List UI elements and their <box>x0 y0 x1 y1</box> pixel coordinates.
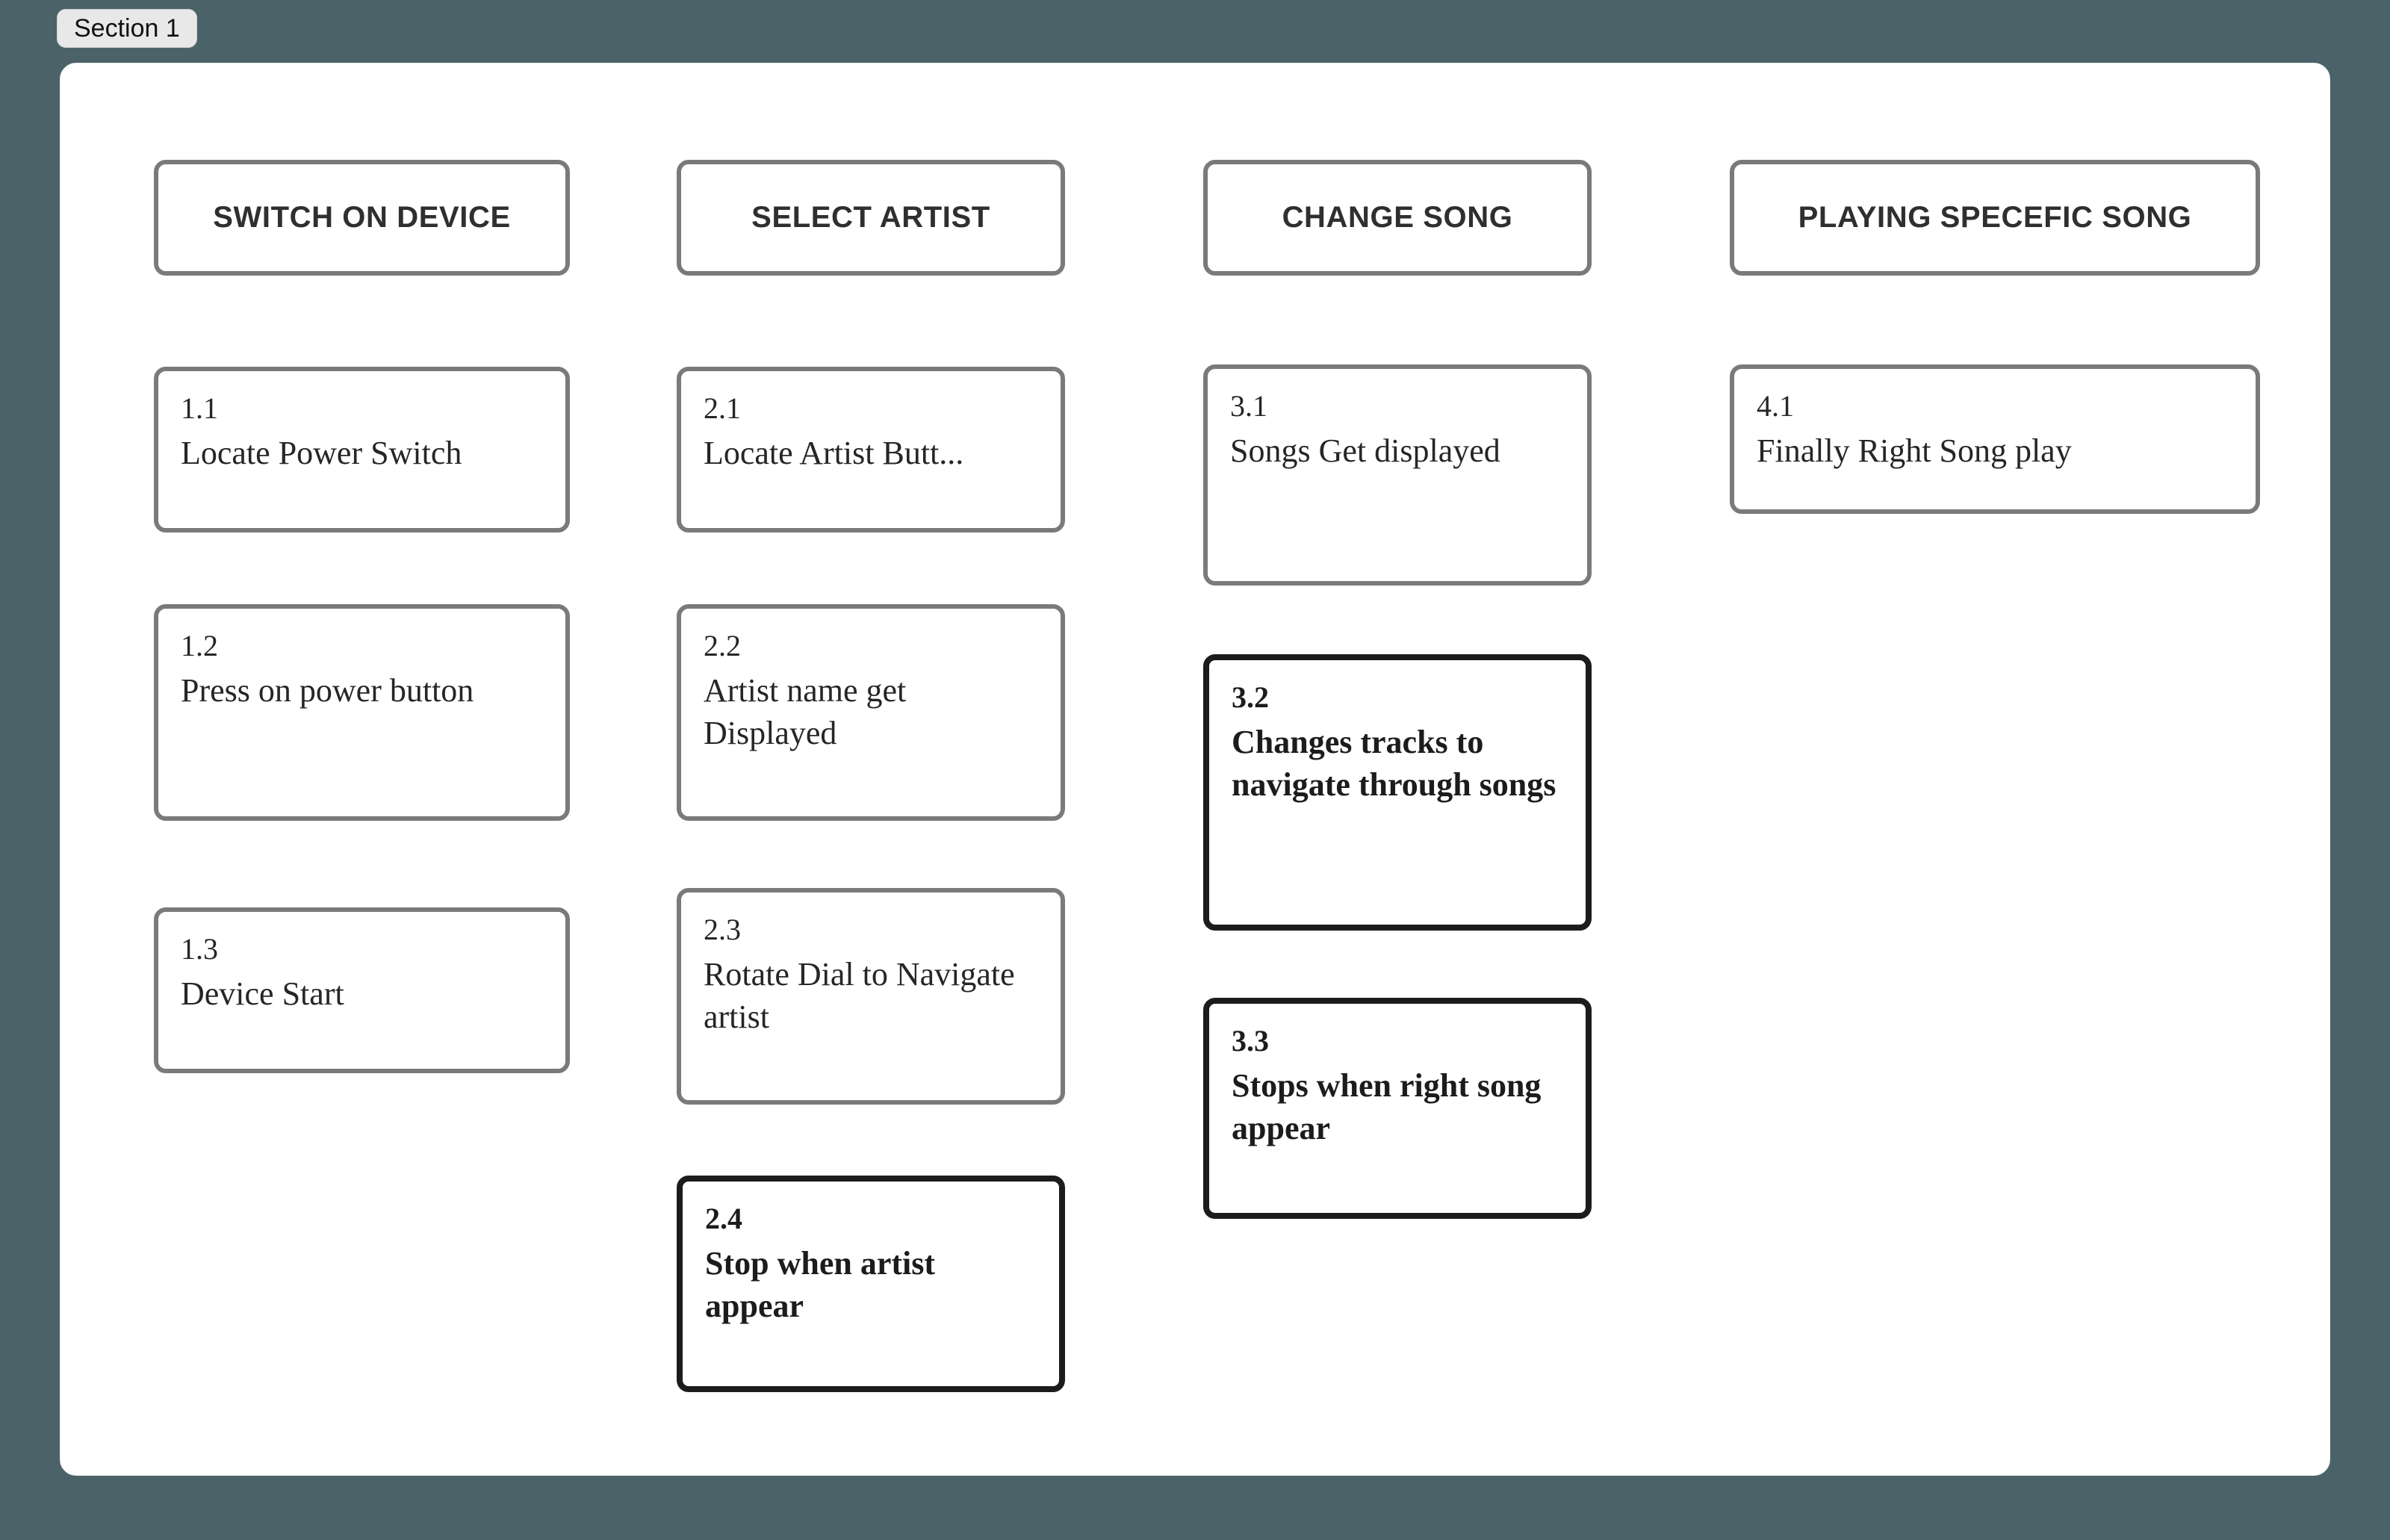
step-number: 3.3 <box>1232 1024 1269 1058</box>
step-number: 2.1 <box>704 391 741 425</box>
step-text: Finally Right Song play <box>1757 432 2072 470</box>
step-text: Changes tracks to navigate through songs <box>1232 724 1556 804</box>
step-number: 2.2 <box>704 629 741 662</box>
step-text: Device Start <box>181 975 344 1013</box>
column-header-label: SWITCH ON DEVICE <box>213 201 511 234</box>
step-text: Songs Get displayed <box>1230 432 1500 470</box>
step-text: Artist name get Displayed <box>704 672 907 752</box>
step-number: 1.1 <box>181 391 218 425</box>
section-badge[interactable]: Section 1 <box>57 9 197 48</box>
step-text: Locate Artist Butt... <box>704 435 964 472</box>
step-number: 4.1 <box>1757 389 1794 423</box>
step-number: 2.3 <box>704 913 741 946</box>
step-number: 2.4 <box>705 1202 742 1235</box>
step-number: 3.2 <box>1232 680 1269 714</box>
column-header-label: CHANGE SONG <box>1282 201 1513 234</box>
step-number: 1.3 <box>181 932 218 966</box>
step-text: Rotate Dial to Navigate artist <box>704 956 1015 1036</box>
column-header-label: SELECT ARTIST <box>751 201 990 234</box>
step-text: Locate Power Switch <box>181 435 462 472</box>
step-number: 1.2 <box>181 629 218 662</box>
step-number: 3.1 <box>1230 389 1267 423</box>
column-header-switch-on-device[interactable]: SWITCH ON DEVICE <box>154 160 570 276</box>
step-text: Press on power button <box>181 672 474 710</box>
column-header-label: PLAYING SPECEFIC SONG <box>1798 201 2192 234</box>
section-badge-label: Section 1 <box>74 14 180 43</box>
step-text: Stop when artist appear <box>705 1245 936 1325</box>
step-text: Stops when right song appear <box>1232 1067 1542 1147</box>
column-header-select-artist[interactable]: SELECT ARTIST <box>677 160 1065 276</box>
column-header-playing-specefic-song[interactable]: PLAYING SPECEFIC SONG <box>1730 160 2260 276</box>
column-header-change-song[interactable]: CHANGE SONG <box>1203 160 1592 276</box>
